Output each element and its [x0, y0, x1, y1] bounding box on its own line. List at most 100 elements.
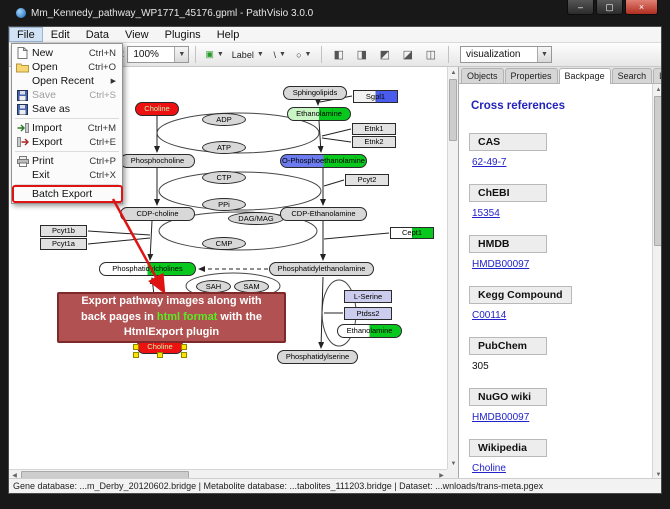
menu-edit[interactable]: Edit — [50, 28, 70, 41]
align-button-5[interactable]: ◫ — [425, 49, 436, 61]
datanode-tool[interactable]: ▣▼ — [202, 45, 226, 65]
menu-file[interactable]: File — [9, 27, 43, 42]
menu-view[interactable]: View — [124, 28, 149, 41]
file-menu-item-label: New — [32, 47, 54, 59]
tab-backpage[interactable]: Backpage — [558, 68, 611, 84]
xref-link[interactable]: HMDB00097 — [472, 412, 530, 423]
xref-link[interactable]: C00114 — [472, 310, 507, 321]
scroll-up-icon[interactable]: ▲ — [655, 86, 662, 93]
panel-vertical-scrollbar[interactable]: ▲ ▼ — [652, 84, 662, 480]
pathway-node-cept1[interactable]: Cept1 — [390, 227, 434, 239]
align-button-3[interactable]: ◩ — [379, 49, 390, 61]
tab-properties[interactable]: Properties — [504, 68, 558, 83]
file-menu-item-label: Print — [32, 155, 54, 167]
file-menu-item-open-recent[interactable]: Open Recent▶ — [12, 74, 122, 88]
menu-help[interactable]: Help — [216, 28, 240, 41]
scrollbar-thumb[interactable] — [654, 96, 661, 246]
xref-link[interactable]: 62-49-7 — [472, 157, 507, 168]
side-panel-tabs: ObjectsPropertiesBackpageSearchLegend — [459, 67, 661, 84]
pathway-node-phosphatidylserine[interactable]: Phosphatidylserine — [277, 350, 358, 364]
pathway-node-etnk2[interactable]: Etnk2 — [352, 136, 396, 148]
xref-link[interactable]: Choline — [472, 463, 506, 474]
pathway-node-phosphocholine[interactable]: Phosphocholine — [120, 154, 195, 168]
shape-tool[interactable]: ○▼ — [293, 45, 315, 65]
pathway-node-pcyt2[interactable]: Pcyt2 — [345, 174, 389, 186]
tab-search[interactable]: Search — [611, 68, 653, 83]
pathway-edge — [321, 137, 352, 143]
callout-highlight: html format — [156, 310, 218, 323]
tab-objects[interactable]: Objects — [461, 68, 504, 83]
pathway-edge — [321, 128, 352, 137]
xref-link[interactable]: 15354 — [472, 208, 500, 219]
pathway-node-phosphatidylcholines[interactable]: Phosphatidylcholines — [99, 262, 196, 276]
minimize-button[interactable]: – — [567, 0, 594, 15]
pathway-node-l-serine[interactable]: L-Serine — [344, 290, 392, 303]
file-menu-item-batch-export[interactable]: Batch Export — [12, 185, 123, 203]
statusbar: Gene database: ...m_Derby_20120602.bridg… — [9, 478, 661, 493]
scroll-down-icon[interactable]: ▼ — [450, 460, 457, 467]
pathway-node-ethanolamine[interactable]: Ethanolamine — [337, 324, 402, 338]
maximize-button[interactable]: ▢ — [596, 0, 623, 15]
pathway-node-cdp-ethanolamine[interactable]: CDP-Ethanolamine — [280, 207, 367, 221]
pathway-node-cdp-choline[interactable]: CDP-choline — [120, 207, 195, 221]
pathway-node-pcyt1a[interactable]: Pcyt1a — [40, 238, 87, 250]
xref-link[interactable]: HMDB00097 — [472, 259, 530, 270]
file-menu-item-save-as[interactable]: Save as — [12, 102, 122, 116]
scrollbar-thumb[interactable] — [449, 79, 457, 141]
pathway-node-atp[interactable]: ATP — [202, 141, 246, 154]
pathway-node-ptdss2[interactable]: Ptdss2 — [344, 307, 392, 320]
scroll-left-icon[interactable]: ◀ — [12, 473, 17, 479]
pathway-node-sphingolipids[interactable]: Sphingolipids — [283, 86, 347, 100]
pathway-edge — [317, 120, 324, 153]
zoom-select[interactable]: 100% ▼ — [127, 46, 190, 63]
scroll-up-icon[interactable]: ▲ — [450, 69, 457, 76]
menu-data[interactable]: Data — [85, 28, 109, 41]
pathway-edge — [87, 237, 151, 245]
canvas-vertical-scrollbar[interactable]: ▲ ▼ — [447, 67, 458, 469]
align-button-1[interactable]: ◧ — [333, 49, 344, 61]
scroll-down-icon[interactable]: ▼ — [655, 471, 662, 478]
pathway-node-o-phosphoethanolamine[interactable]: O-Phosphoethanolamine — [280, 154, 367, 168]
xref-database-name: PubChem — [469, 337, 547, 355]
pathway-node-ethanolamine[interactable]: Ethanolamine — [287, 107, 351, 121]
pathway-node-sgpl1[interactable]: Sgpl1 — [353, 90, 398, 103]
selection-handle[interactable] — [133, 352, 139, 358]
toolbar-align-tools: ◧ ◨ ◩ ◪ ◫ — [328, 45, 442, 65]
selection-handle[interactable] — [133, 343, 139, 350]
line-tool[interactable]: \▼ — [269, 45, 291, 65]
selection-handle[interactable] — [157, 352, 163, 358]
menu-plugins[interactable]: Plugins — [164, 28, 201, 41]
pathway-node-phosphatidylethanolamine[interactable]: Phosphatidylethanolamine — [269, 262, 374, 276]
selection-handle[interactable] — [181, 352, 187, 358]
arrow-in-icon — [15, 122, 30, 134]
pathway-node-choline[interactable]: Choline — [135, 102, 179, 116]
align-button-4[interactable]: ◪ — [402, 49, 413, 61]
align-button-2[interactable]: ◨ — [356, 49, 367, 61]
arrow-out-icon — [15, 136, 30, 148]
visualization-select[interactable]: visualization ▼ — [460, 46, 552, 63]
tab-legend[interactable]: Legend — [653, 68, 661, 83]
pathway-node-dag-mag[interactable]: DAG/MAG — [228, 212, 284, 225]
pathway-node-cmp[interactable]: CMP — [202, 237, 246, 250]
submenu-arrow-icon: ▶ — [110, 78, 116, 85]
pathway-node-ctp[interactable]: CTP — [202, 171, 246, 184]
pathway-node-pcyt1b[interactable]: Pcyt1b — [40, 225, 87, 237]
pathway-node-ppi[interactable]: PPi — [202, 198, 246, 211]
close-button[interactable]: × — [625, 0, 658, 15]
selection-handle[interactable] — [181, 343, 187, 350]
label-tool[interactable]: Label▼ — [229, 45, 267, 65]
pathway-node-etnk1[interactable]: Etnk1 — [352, 123, 396, 135]
toolbar-draw-tools: ▣▼Label▼\▼○▼ — [202, 45, 314, 65]
file-menu-item-label: Batch Export — [32, 188, 93, 200]
pathway-node-adp[interactable]: ADP — [202, 113, 246, 126]
scroll-right-icon[interactable]: ▶ — [439, 473, 444, 479]
